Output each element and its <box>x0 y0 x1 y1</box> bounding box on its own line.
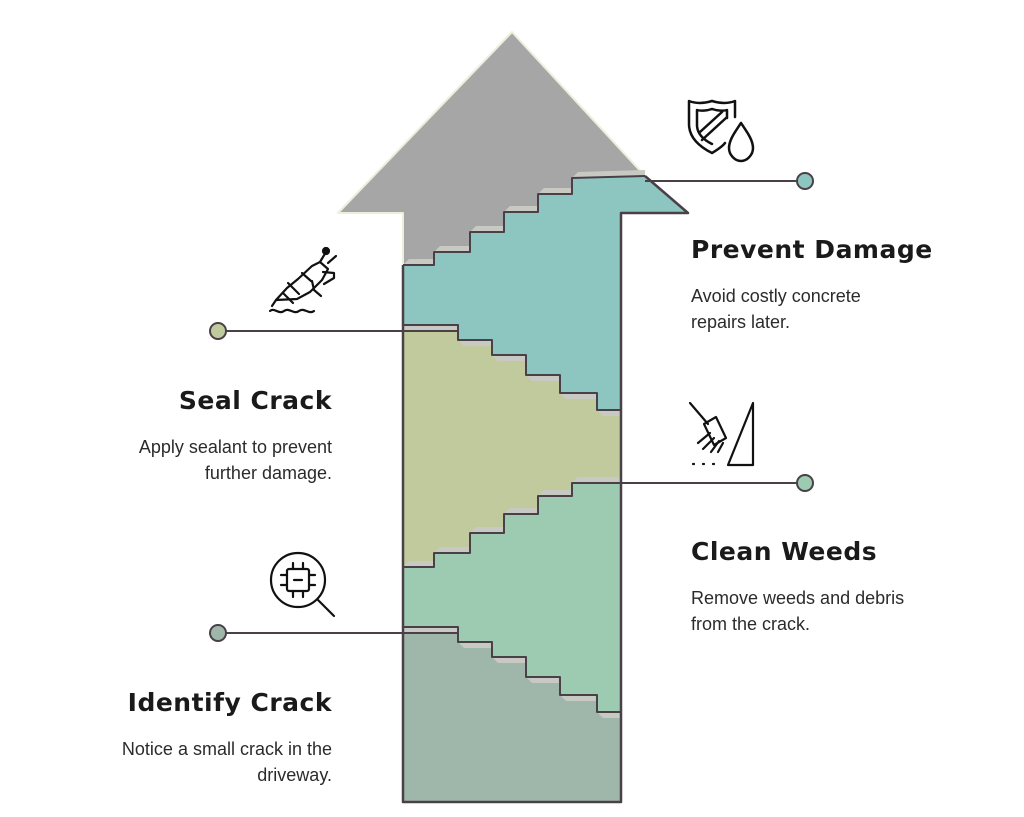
shield-water-drop-icon <box>687 99 755 163</box>
band-seal-crack <box>403 325 621 567</box>
description-line: Avoid costly concrete <box>691 286 861 306</box>
step-description-seal-crack: Apply sealant to prevent further damage. <box>72 434 332 486</box>
step-title-prevent-damage: Prevent Damage <box>691 235 933 264</box>
band-identify-crack <box>403 627 621 802</box>
connector-identify-crack <box>209 624 458 642</box>
arrow-shaft-outline <box>401 175 690 804</box>
stair-outlines <box>403 175 646 713</box>
description-line: further damage. <box>204 463 332 483</box>
connector-dot <box>796 474 814 492</box>
sealant-gun-icon <box>268 246 338 314</box>
rake-sweep-icon <box>688 401 755 467</box>
step-description-identify-crack: Notice a small crack in the driveway. <box>72 736 332 788</box>
description-line: Remove weeds and debris <box>691 588 905 608</box>
connector-seal-crack <box>209 322 458 340</box>
magnifier-inspect-icon <box>269 551 336 618</box>
connector-dot <box>209 322 227 340</box>
description-line: driveway. <box>257 765 332 785</box>
description-line: Apply sealant to prevent <box>138 437 332 457</box>
step-description-prevent-damage: Avoid costly concrete repairs later. <box>691 283 931 335</box>
step-title-identify-crack: Identify Crack <box>127 688 332 717</box>
connector-dot <box>796 172 814 190</box>
step-title-seal-crack: Seal Crack <box>178 386 332 415</box>
step-title-clean-weeds: Clean Weeds <box>691 537 878 566</box>
step-description-clean-weeds: Remove weeds and debris from the crack. <box>691 585 951 637</box>
connector-dot <box>209 624 227 642</box>
description-line: from the crack. <box>691 614 811 634</box>
band-prevent-damage <box>403 176 688 410</box>
band-clean-weeds <box>403 483 621 712</box>
stair-shading <box>403 170 645 718</box>
description-line: repairs later. <box>691 312 791 332</box>
connector-clean-weeds <box>572 474 814 492</box>
description-line: Notice a small crack in the <box>121 739 332 759</box>
connector-prevent-damage <box>645 172 814 190</box>
